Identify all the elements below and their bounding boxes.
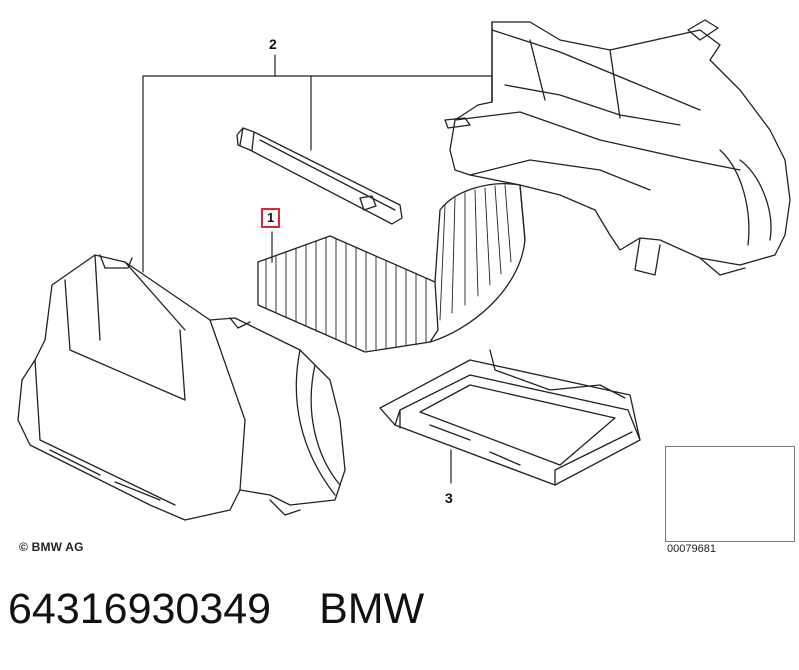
cover-strip [236,127,403,225]
filter-tray [379,349,641,486]
microfilter [257,183,526,353]
lower-housing [17,254,346,521]
part-number: 64316930349 [8,585,272,633]
callout-2: 2 [269,36,277,52]
callout-3: 3 [445,490,453,506]
callout-1: 1 [261,208,281,228]
upper-housing [444,19,791,276]
part-caption: 64316930349 BMW [8,585,424,634]
diagram-reference-number: 00079681 [667,543,716,555]
vehicle-thumbnail-frame [665,446,795,542]
copyright-label: © BMW AG [19,540,84,554]
brand-name: BMW [319,585,425,633]
